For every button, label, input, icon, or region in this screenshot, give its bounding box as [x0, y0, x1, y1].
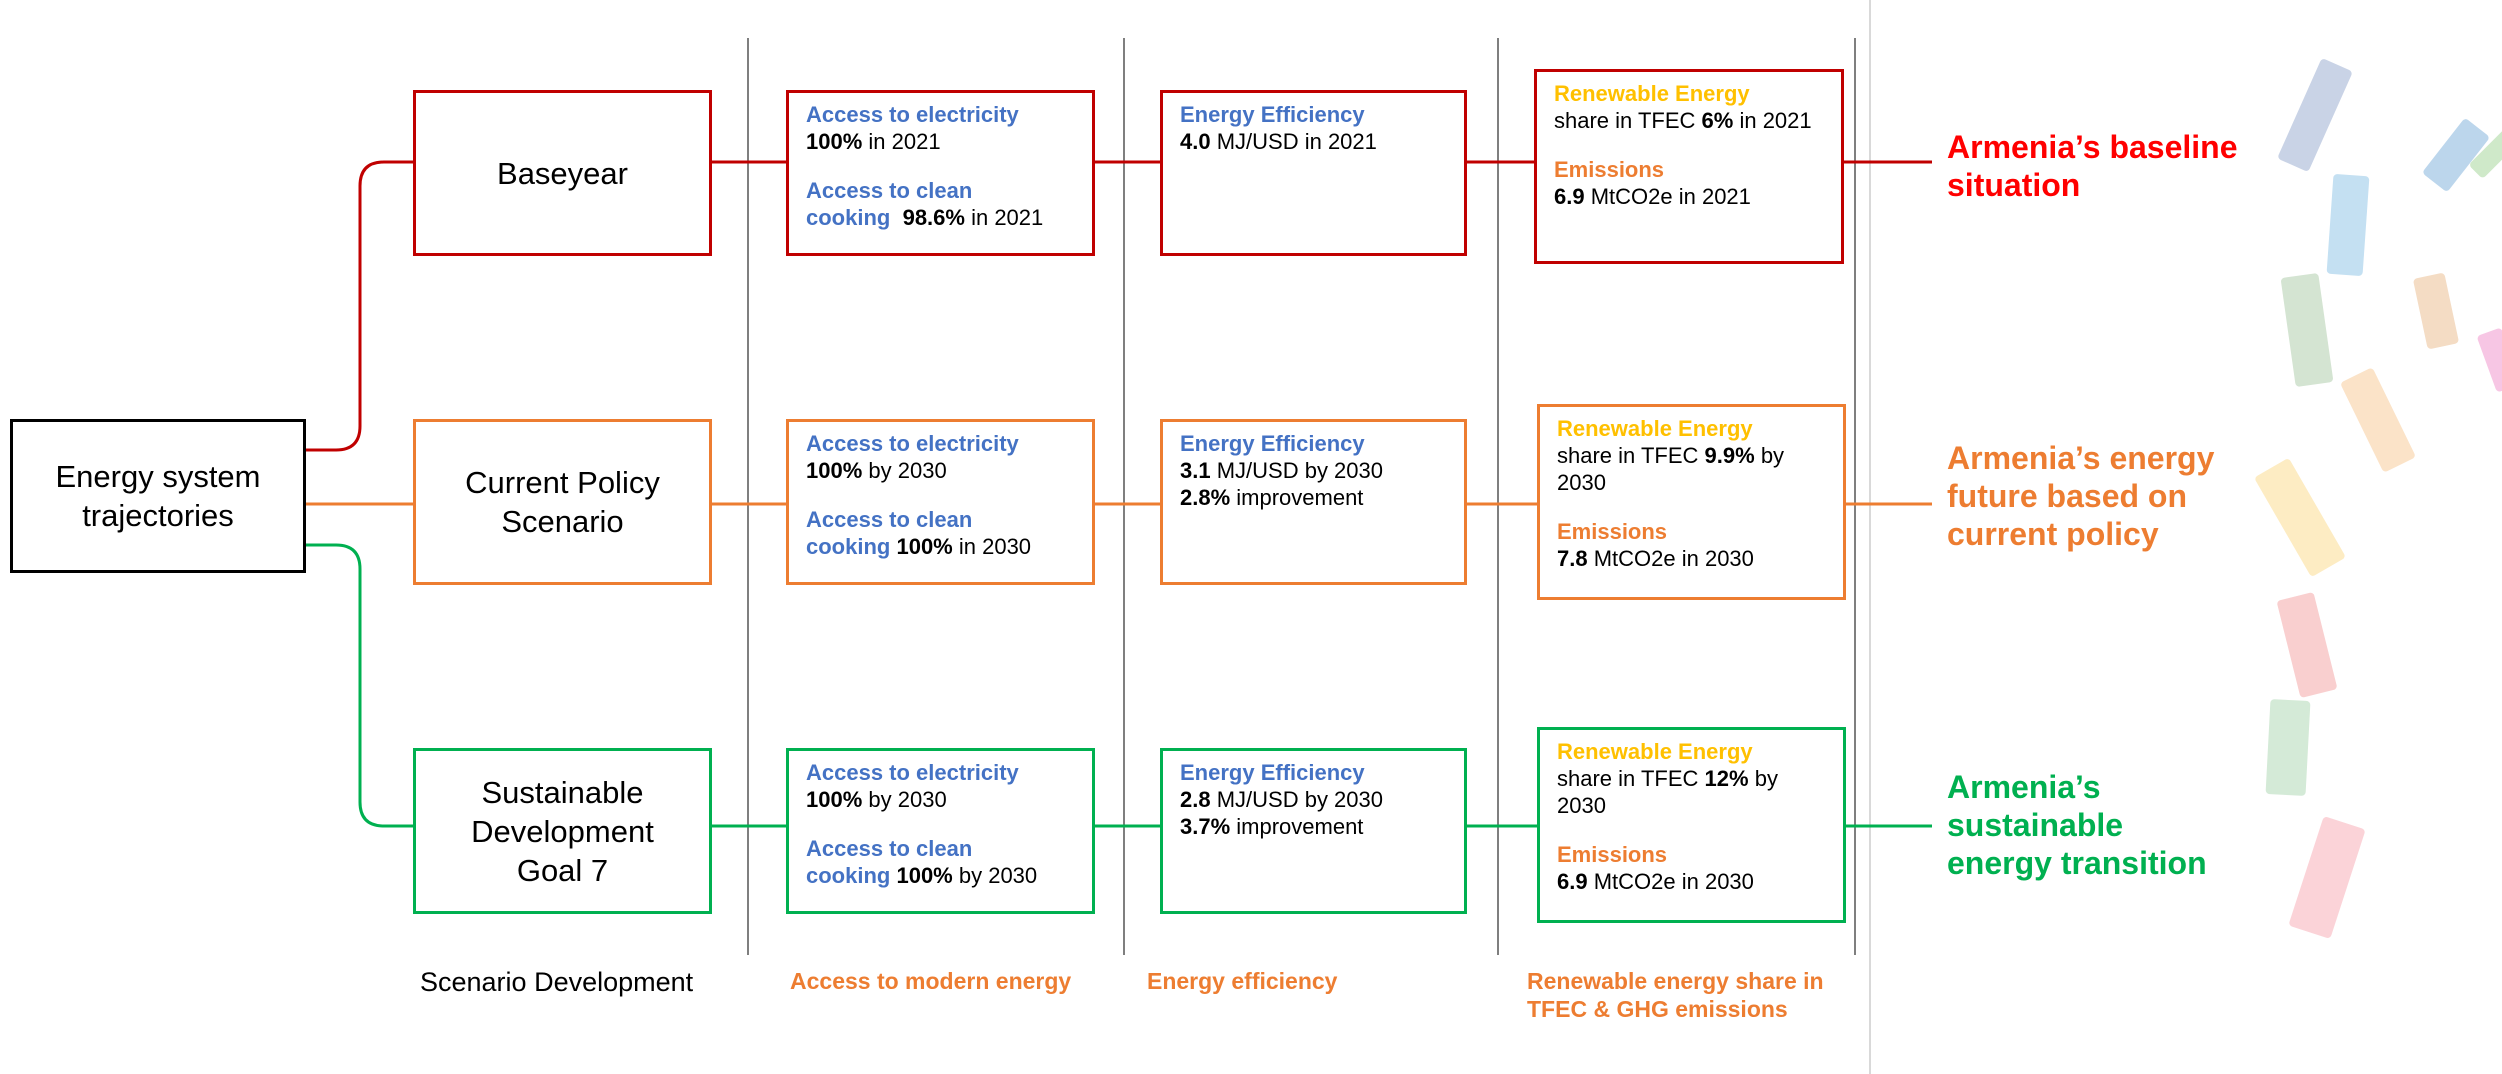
access-node-sdg7: Access to electricity 100% by 2030 Acces…	[786, 748, 1095, 914]
renew-value: 9.9%	[1704, 443, 1755, 468]
renew-label: Renewable Energy	[1557, 739, 1753, 764]
renew-suffix: in 2021	[1733, 108, 1812, 133]
outcome-sdg7: Armenia’s sustainable energy transition	[1947, 769, 2207, 881]
emissions-value: 6.9	[1554, 184, 1585, 209]
decorative-arc	[2253, 40, 2502, 940]
improvement-value: 2.8%	[1180, 485, 1231, 510]
elec-suffix: by 2030	[862, 787, 947, 812]
efficiency-label: Energy Efficiency	[1180, 760, 1365, 785]
efficiency-suffix: MJ/USD by 2030	[1210, 787, 1383, 812]
root-label: Energy system trajectories	[55, 459, 261, 533]
renew-label: Renewable Energy	[1554, 81, 1750, 106]
outcome-current-policy: Armenia’s energy future based on current…	[1947, 440, 2215, 552]
scenario-node-baseyear: Baseyear	[413, 90, 712, 256]
column-header-renewables: Renewable energy share in TFEC & GHG emi…	[1527, 968, 1824, 1022]
access-node-baseyear: Access to electricity 100% in 2021 Acces…	[786, 90, 1095, 256]
improvement-value: 3.7%	[1180, 814, 1231, 839]
root-node: Energy system trajectories	[10, 419, 306, 573]
elec-label: Access to electricity	[806, 431, 1019, 456]
emissions-label: Emissions	[1557, 842, 1668, 867]
renew-value: 12%	[1704, 766, 1749, 791]
cook-value: 100%	[896, 534, 953, 559]
efficiency-node-current-policy: Energy Efficiency 3.1 MJ/USD by 2030 2.8…	[1160, 419, 1467, 585]
renew-value: 6%	[1701, 108, 1734, 133]
outcome-baseline: Armenia’s baseline situation	[1947, 129, 2238, 203]
access-node-current-policy: Access to electricity 100% by 2030 Acces…	[786, 419, 1095, 585]
efficiency-value: 2.8	[1180, 787, 1211, 812]
efficiency-label: Energy Efficiency	[1180, 102, 1365, 127]
cook-value: 100%	[896, 863, 953, 888]
renew-label: Renewable Energy	[1557, 416, 1753, 441]
elec-value: 100%	[806, 458, 863, 483]
cook-label: Access to clean cooking	[806, 507, 973, 559]
emissions-suffix: MtCO2e in 2021	[1584, 184, 1751, 209]
improvement-suffix: improvement	[1230, 814, 1364, 839]
elec-value: 100%	[806, 787, 863, 812]
renew-suffix: by 2030	[1557, 766, 1778, 818]
efficiency-label: Energy Efficiency	[1180, 431, 1365, 456]
renew-prefix: share in TFEC	[1557, 766, 1705, 791]
efficiency-value: 3.1	[1180, 458, 1211, 483]
scenario-node-sdg7: Sustainable Development Goal 7	[413, 748, 712, 914]
branch-connector-sdg7	[306, 543, 413, 828]
emissions-value: 6.9	[1557, 869, 1588, 894]
renew-suffix: by 2030	[1557, 443, 1785, 495]
emissions-suffix: MtCO2e in 2030	[1587, 546, 1754, 571]
scenario-label: Current Policy Scenario	[465, 465, 660, 539]
branch-connector-baseyear	[306, 160, 413, 452]
column-header-scenario-development: Scenario Development	[420, 967, 694, 997]
improvement-suffix: improvement	[1230, 485, 1364, 510]
cook-suffix: in 2021	[964, 205, 1044, 230]
efficiency-node-sdg7: Energy Efficiency 2.8 MJ/USD by 2030 3.7…	[1160, 748, 1467, 914]
renew-prefix: share in TFEC	[1557, 443, 1705, 468]
cook-suffix: in 2030	[952, 534, 1032, 559]
column-header-efficiency: Energy efficiency	[1147, 968, 1338, 994]
scenario-label: Baseyear	[497, 155, 628, 191]
emissions-suffix: MtCO2e in 2030	[1587, 869, 1754, 894]
renew-prefix: share in TFEC	[1554, 108, 1702, 133]
emissions-label: Emissions	[1554, 157, 1665, 182]
elec-label: Access to electricity	[806, 760, 1019, 785]
cook-value: 98.6%	[902, 205, 965, 230]
column-header-access: Access to modern energy	[790, 968, 1072, 994]
cook-label: Access to clean cooking	[806, 836, 973, 888]
elec-suffix: in 2021	[862, 129, 941, 154]
cook-suffix: by 2030	[952, 863, 1038, 888]
efficiency-suffix: MJ/USD by 2030	[1210, 458, 1383, 483]
emissions-label: Emissions	[1557, 519, 1668, 544]
cook-label: Access to clean cooking	[806, 178, 973, 230]
scenario-label: Sustainable Development Goal 7	[471, 774, 654, 888]
renew-node-sdg7: Renewable Energy share in TFEC 12% by 20…	[1537, 727, 1846, 923]
scenario-node-current-policy: Current Policy Scenario	[413, 419, 712, 585]
efficiency-suffix: MJ/USD in 2021	[1210, 129, 1377, 154]
emissions-value: 7.8	[1557, 546, 1588, 571]
renew-node-baseyear: Renewable Energy share in TFEC 6% in 202…	[1534, 69, 1844, 264]
elec-value: 100%	[806, 129, 863, 154]
efficiency-value: 4.0	[1180, 129, 1211, 154]
renew-node-current-policy: Renewable Energy share in TFEC 9.9% by 2…	[1537, 404, 1846, 600]
efficiency-node-baseyear: Energy Efficiency 4.0 MJ/USD in 2021	[1160, 90, 1467, 256]
elec-label: Access to electricity	[806, 102, 1019, 127]
elec-suffix: by 2030	[862, 458, 947, 483]
